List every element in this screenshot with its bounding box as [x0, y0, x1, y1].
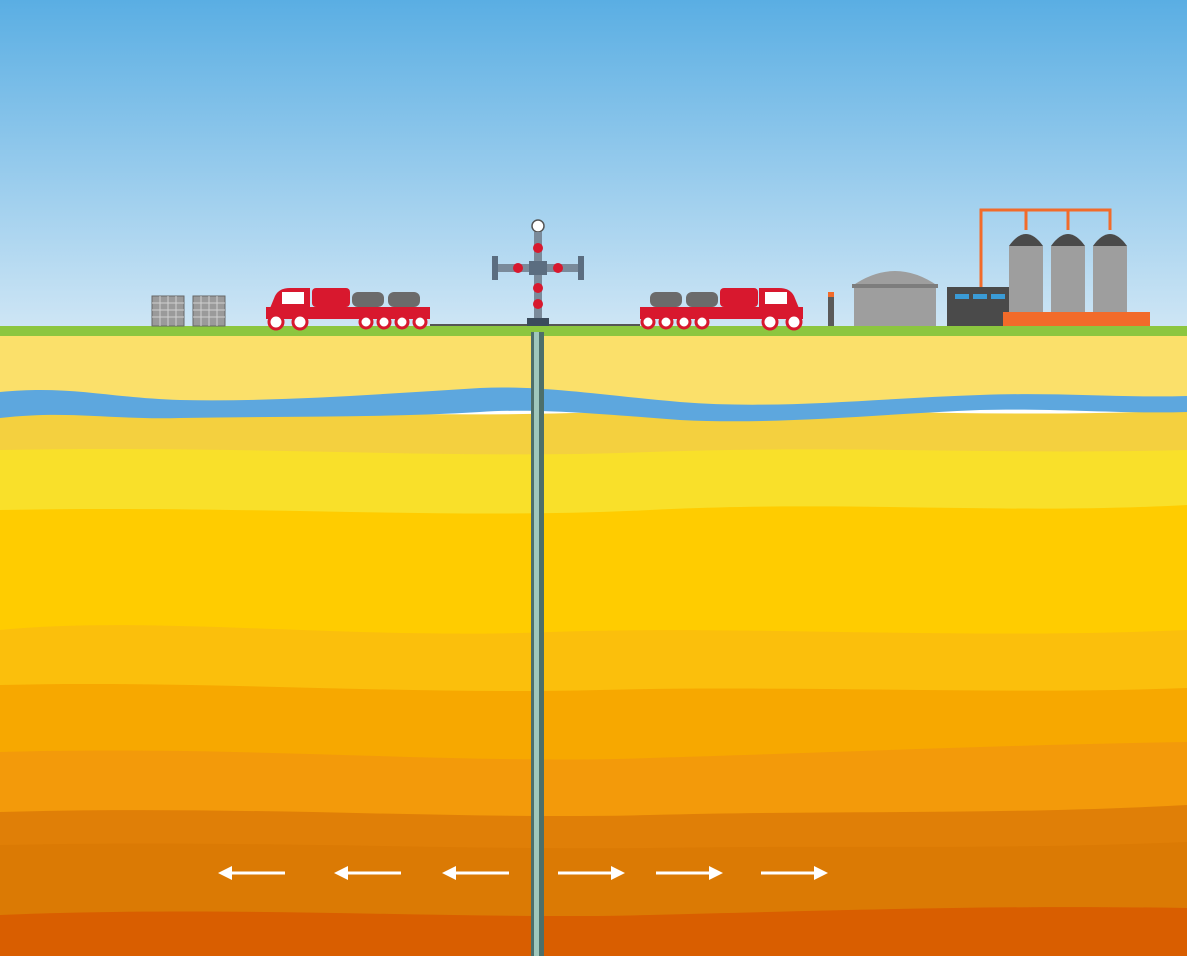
tanker-truck-left — [266, 288, 430, 331]
arrow-right-head — [814, 866, 828, 880]
valve-icon — [533, 283, 543, 293]
arrow-left-head — [442, 866, 456, 880]
arrow-right — [558, 866, 625, 880]
silo-1 — [1009, 234, 1043, 316]
stratum-9 — [0, 842, 1187, 925]
truck-left-tank-2 — [388, 292, 420, 307]
fracture-arrows — [218, 866, 828, 880]
truck-right-tank-1 — [650, 292, 682, 307]
arrow-left-head — [334, 866, 348, 880]
rock-strata — [0, 335, 1187, 956]
crate-right-grid — [193, 296, 225, 326]
truck-left-wheel — [358, 314, 374, 330]
truck-right-tank-2 — [686, 292, 718, 307]
aquifer-band — [0, 387, 1187, 422]
wellhead-base — [527, 318, 549, 326]
arrow-left — [218, 866, 285, 880]
truck-right-cab-window — [765, 292, 787, 304]
control-panel — [955, 294, 969, 299]
truck-right-wheel — [694, 314, 710, 330]
arrow-right-head — [709, 866, 723, 880]
well-bore — [531, 332, 544, 956]
arrow-left-head — [218, 866, 232, 880]
sky — [0, 0, 1187, 330]
ground-surface — [0, 326, 1187, 336]
pressure-gauge-icon — [531, 219, 545, 233]
wellhead-flange-left — [492, 256, 498, 280]
wellhead-flange-right — [578, 256, 584, 280]
truck-left-tank-red — [312, 288, 350, 307]
truck-left-frame — [266, 307, 430, 319]
control-panel — [973, 294, 987, 299]
plant-piping — [979, 208, 1112, 287]
arrow-right-head — [611, 866, 625, 880]
processing-plant — [852, 208, 1150, 326]
stratum-7 — [0, 742, 1187, 820]
arrow-left — [442, 866, 509, 880]
wellhead — [492, 219, 584, 326]
valve-icon — [533, 299, 543, 309]
arrow-left — [334, 866, 401, 880]
storage-tank-dome — [852, 271, 938, 286]
control-building — [947, 287, 1009, 326]
truck-left-wheel — [394, 314, 410, 330]
truck-right-wheel — [761, 313, 779, 331]
stratum-6 — [0, 683, 1187, 760]
wellhead-block — [529, 261, 547, 275]
truck-left-tank-1 — [352, 292, 384, 307]
storage-tank — [854, 284, 936, 326]
truck-right-wheel — [658, 314, 674, 330]
stratum-10 — [0, 907, 1187, 956]
tanker-truck-right — [640, 288, 803, 331]
truck-right-wheel — [640, 314, 656, 330]
flare-stack-tip — [828, 292, 834, 297]
truck-right-wheel — [676, 314, 692, 330]
arrow-right — [656, 866, 723, 880]
truck-right-wheel — [785, 313, 803, 331]
silo-cap — [1009, 234, 1043, 246]
stratum-5 — [0, 625, 1187, 700]
truck-right-tank-red — [720, 288, 758, 307]
storage-crates — [151, 295, 226, 327]
silo-cap — [1093, 234, 1127, 246]
valve-icon — [533, 243, 543, 253]
truck-left-wheel — [412, 314, 428, 330]
flare-stack — [828, 296, 834, 326]
wellhead-stem — [534, 232, 542, 324]
arrow-right — [761, 866, 828, 880]
silo-base — [1003, 312, 1150, 326]
silo-2 — [1051, 234, 1085, 316]
silo-3 — [1093, 234, 1127, 316]
truck-left-wheel — [376, 314, 392, 330]
silo-cap — [1051, 234, 1085, 246]
valve-icon — [513, 263, 523, 273]
valve-icon — [553, 263, 563, 273]
truck-left-wheel — [291, 313, 309, 331]
well-bore-highlight — [534, 332, 539, 956]
truck-left-wheel — [267, 313, 285, 331]
crate-left-grid — [152, 296, 184, 326]
control-panel — [991, 294, 1005, 299]
truck-left-cab-window — [282, 292, 304, 304]
stratum-4 — [0, 505, 1187, 640]
storage-tank-band — [852, 284, 938, 288]
